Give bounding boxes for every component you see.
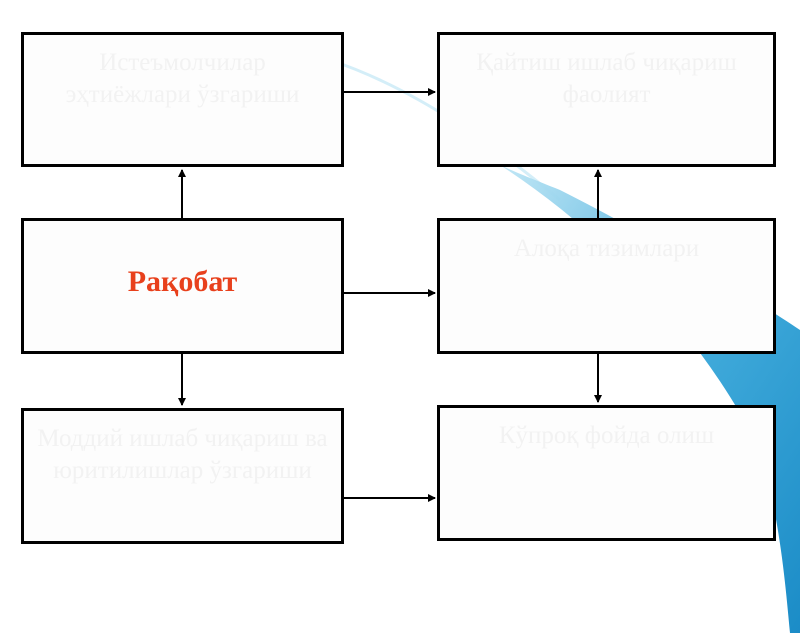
- box-mid-right-label: Алоқа тизимлари: [513, 235, 700, 262]
- box-bottom-right-label: Кўпроқ фойда олиш: [498, 422, 715, 449]
- box-bottom-left-label: Моддий ишлаб чиқариш ва юритилишлар ўзга…: [37, 425, 328, 484]
- box-bottom-right: Кўпроқ фойда олиш: [437, 405, 776, 541]
- box-center: Рақобат: [21, 218, 344, 354]
- box-top-right-label: Қайтиш ишлаб чиқариш фаолият: [476, 49, 737, 108]
- center-label: Рақобат: [127, 265, 238, 298]
- box-top-left-label: Истеъмолчилар эҳтиёжлари ўзгариши: [65, 49, 300, 108]
- box-bottom-left: Моддий ишлаб чиқариш ва юритилишлар ўзга…: [21, 408, 344, 544]
- box-mid-right: Алоқа тизимлари: [437, 218, 776, 354]
- box-top-left: Истеъмолчилар эҳтиёжлари ўзгариши: [21, 32, 344, 167]
- box-top-right: Қайтиш ишлаб чиқариш фаолият: [437, 32, 776, 167]
